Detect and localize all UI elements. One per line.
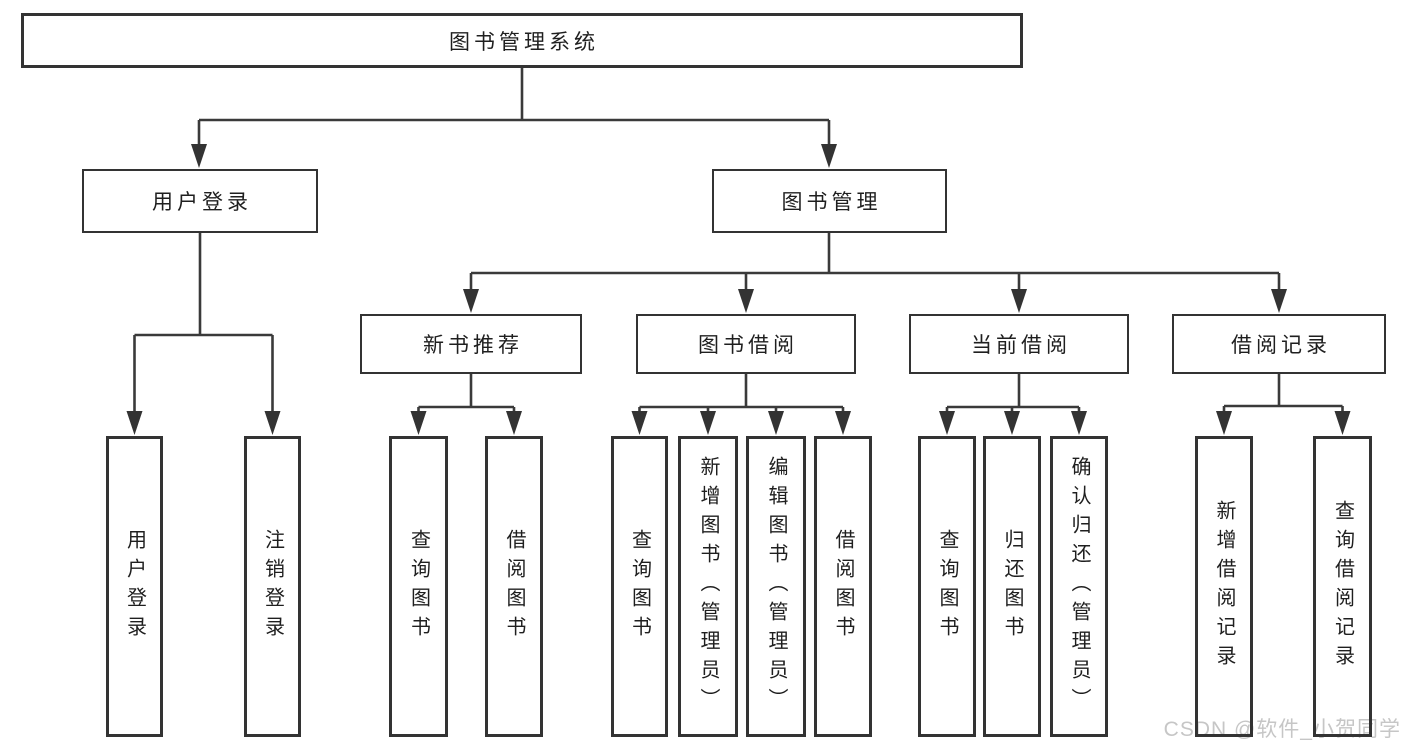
arrowhead-current-borrow (1011, 289, 1027, 313)
leaf-current-confirm-return-label: 确认归还（管理员） (1068, 456, 1090, 717)
leaf-borrow-query-books: 查询图书 (611, 436, 668, 737)
arrowhead-book-borrow (738, 289, 754, 313)
arrowhead-leaf-logout (264, 411, 281, 435)
csdn-watermark: CSDN @软件_小贺同学 (1163, 718, 1401, 741)
node-user-login-label: 用户登录 (152, 191, 252, 214)
leaf-records-query-record: 查询借阅记录 (1313, 436, 1372, 737)
leaf-borrow-add-books-label: 新增图书（管理员） (697, 456, 719, 717)
leaf-recommend-query-books: 查询图书 (389, 436, 448, 737)
arrowhead-book-management (821, 144, 837, 168)
leaf-current-return-books-label: 归还图书 (1001, 528, 1023, 645)
leaf-borrow-borrow-books: 借阅图书 (814, 436, 872, 737)
arrowhead-leaf-user-login (126, 411, 143, 435)
leaf-records-add-record: 新增借阅记录 (1195, 436, 1253, 737)
leaf-recommend-borrow-books: 借阅图书 (485, 436, 543, 737)
arrowhead-records-add (1216, 411, 1232, 435)
leaf-borrow-borrow-books-label: 借阅图书 (832, 528, 854, 645)
node-user-login: 用户登录 (82, 169, 318, 233)
node-current-borrow-label: 当前借阅 (971, 334, 1071, 357)
node-borrow-records: 借阅记录 (1172, 314, 1386, 374)
node-root: 图书管理系统 (21, 13, 1023, 68)
node-new-book-recommend-label: 新书推荐 (423, 334, 523, 357)
arrowhead-recommend-query (410, 411, 427, 435)
leaf-current-return-books: 归还图书 (983, 436, 1041, 737)
leaf-borrow-edit-books-label: 编辑图书（管理员） (765, 456, 787, 717)
arrowhead-user-login (191, 144, 207, 168)
arrowhead-recommend-borrow (506, 411, 522, 435)
arrowhead-current-query (939, 411, 955, 435)
arrowhead-new-book-recommend (463, 289, 479, 313)
arrowhead-borrow-edit (768, 411, 784, 435)
leaf-borrow-edit-books: 编辑图书（管理员） (746, 436, 806, 737)
arrowhead-current-return (1004, 411, 1020, 435)
arrowhead-records-query (1334, 411, 1351, 435)
leaf-records-query-record-label: 查询借阅记录 (1331, 499, 1354, 674)
leaf-current-query-books: 查询图书 (918, 436, 976, 737)
arrowhead-borrow-records (1271, 289, 1287, 313)
arrowhead-current-confirm (1071, 411, 1087, 435)
node-borrow-records-label: 借阅记录 (1231, 334, 1331, 357)
leaf-user-login-label: 用户登录 (123, 528, 146, 645)
leaf-recommend-borrow-books-label: 借阅图书 (503, 528, 525, 645)
leaf-current-query-books-label: 查询图书 (936, 528, 958, 645)
leaf-logout: 注销登录 (244, 436, 301, 737)
node-book-borrow: 图书借阅 (636, 314, 856, 374)
leaf-current-confirm-return: 确认归还（管理员） (1050, 436, 1108, 737)
node-book-borrow-label: 图书借阅 (698, 334, 798, 357)
node-book-management: 图书管理 (712, 169, 947, 233)
node-root-label: 图书管理系统 (449, 30, 599, 54)
arrowhead-borrow-query (631, 411, 648, 435)
node-new-book-recommend: 新书推荐 (360, 314, 582, 374)
arrowhead-borrow-add (700, 411, 716, 435)
arrowhead-borrow-borrow (835, 411, 851, 435)
leaf-user-login: 用户登录 (106, 436, 163, 737)
node-book-management-label: 图书管理 (781, 191, 882, 214)
leaf-logout-label: 注销登录 (261, 528, 284, 645)
leaf-borrow-query-books-label: 查询图书 (628, 528, 651, 645)
leaf-recommend-query-books-label: 查询图书 (407, 528, 430, 645)
node-current-borrow: 当前借阅 (909, 314, 1129, 374)
leaf-borrow-add-books: 新增图书（管理员） (678, 436, 738, 737)
leaf-records-add-record-label: 新增借阅记录 (1213, 499, 1235, 674)
